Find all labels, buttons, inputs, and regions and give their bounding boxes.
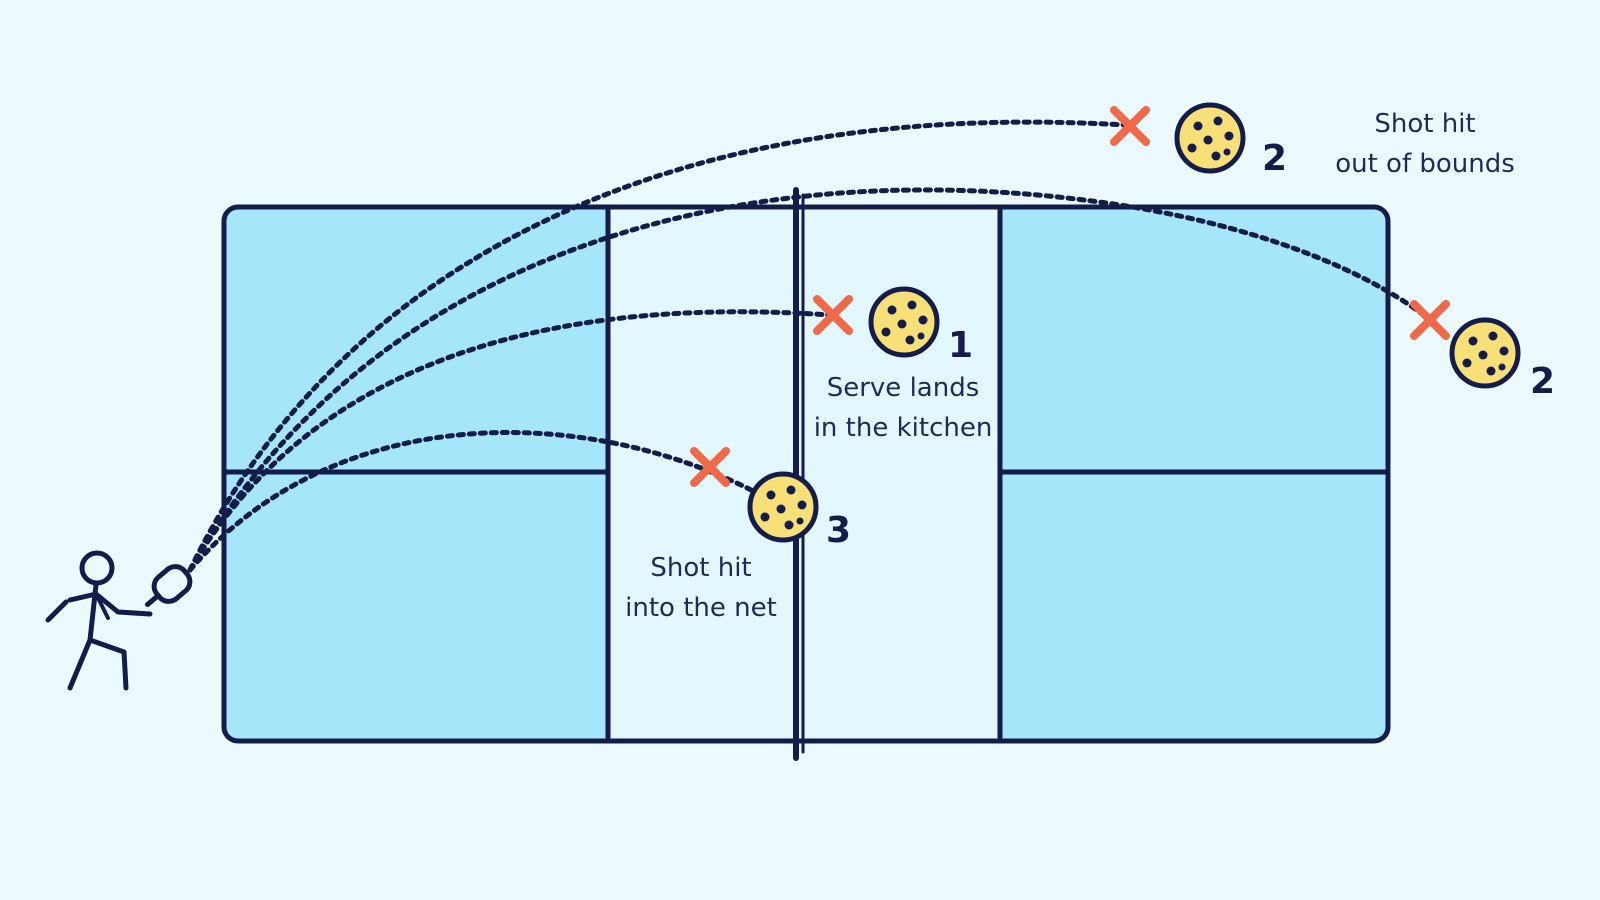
fault-number: 1 <box>948 325 973 366</box>
trajectory-out-far <box>187 119 1128 573</box>
player-icon <box>45 550 153 691</box>
pickleball-icon <box>868 286 940 358</box>
fault-label-line: Serve lands <box>827 373 980 403</box>
trajectory-out-baseline <box>187 187 1433 573</box>
x-mark-icon <box>813 295 853 335</box>
fault-number: 2 <box>1262 138 1287 179</box>
court <box>221 204 1391 744</box>
pickleball-icon <box>1174 102 1246 174</box>
x-mark-icon <box>690 447 730 487</box>
x-mark-icon <box>1110 106 1150 146</box>
fault-label-line: in the kitchen <box>814 413 993 443</box>
trajectory-net <box>187 429 773 573</box>
pickleball-icon <box>747 471 819 543</box>
fault-number: 3 <box>826 510 851 551</box>
trajectory-kitchen <box>187 309 833 573</box>
x-mark-icon <box>1410 300 1450 340</box>
fault-number: 2 <box>1530 361 1555 402</box>
paddle-icon <box>144 564 193 608</box>
fault-label-line: Shot hit <box>650 553 751 583</box>
fault-label-line: out of bounds <box>1335 149 1515 179</box>
fault-label-line: Shot hit <box>1374 109 1475 139</box>
ball-trajectories <box>187 119 1433 573</box>
pickleball-icon <box>1449 317 1521 389</box>
fault-label-line: into the net <box>625 593 777 623</box>
